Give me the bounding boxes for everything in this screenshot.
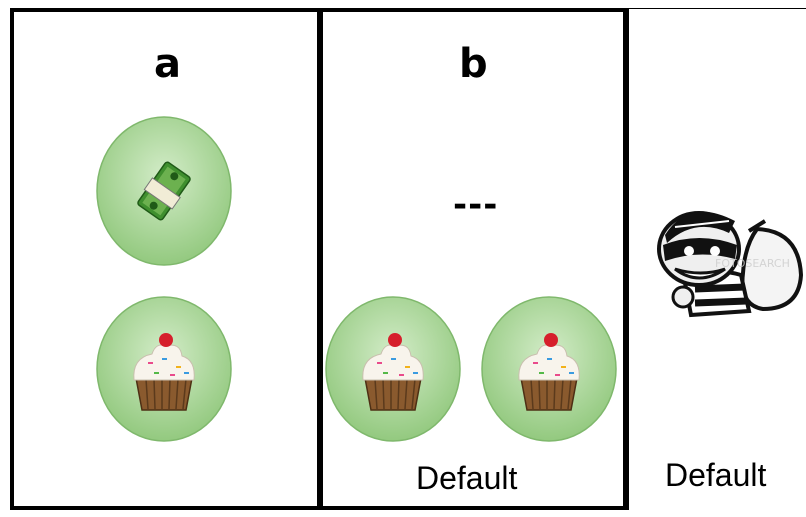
thief-icon: FOTOSEARCH bbox=[645, 191, 806, 321]
panel-b: b --- bbox=[317, 8, 629, 510]
money-icon bbox=[96, 116, 232, 266]
panel-a-label: a bbox=[154, 41, 181, 87]
option-cupcake-right[interactable] bbox=[481, 296, 617, 442]
empty-option-label: --- bbox=[453, 185, 499, 225]
thief-image: FOTOSEARCH bbox=[645, 191, 806, 321]
panel-b-label: b bbox=[459, 41, 488, 87]
cupcake-icon bbox=[325, 296, 461, 442]
cupcake-icon bbox=[481, 296, 617, 442]
option-cupcake-left[interactable] bbox=[325, 296, 461, 442]
option-money[interactable] bbox=[96, 116, 232, 266]
cupcake-icon bbox=[96, 296, 232, 442]
panel-c: FOTOSEARCH Default bbox=[629, 8, 806, 510]
panel-a: a bbox=[10, 8, 317, 510]
svg-text:FOTOSEARCH: FOTOSEARCH bbox=[715, 257, 790, 270]
panel-b-default-label: Default bbox=[416, 460, 518, 496]
option-cupcake[interactable] bbox=[96, 296, 232, 442]
panel-c-default-label: Default bbox=[665, 457, 767, 493]
